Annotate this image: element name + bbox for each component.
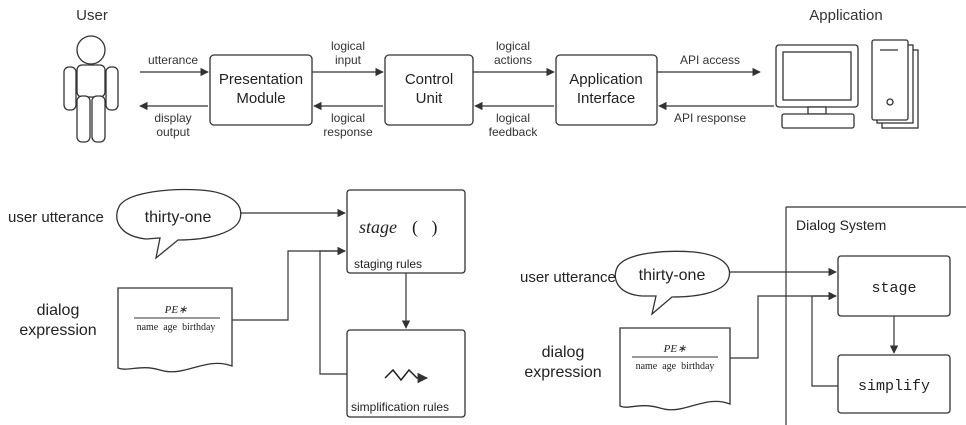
application-label: Application (809, 7, 882, 24)
user-icon (63, 35, 119, 143)
display-output-label-2: output (156, 125, 190, 139)
left-user-utterance-label: user utterance (8, 209, 104, 226)
left-dialog-expression-line1: dialog (37, 302, 80, 319)
control-unit-box (384, 54, 474, 126)
api-access-label: API access (680, 53, 740, 67)
application-interface-box (555, 54, 658, 126)
application-interface-line1: Application (569, 71, 642, 88)
logical-actions-label-1: logical (496, 39, 530, 53)
simplify-loop-arrow (319, 246, 347, 375)
right-utterance-text: thirty-one (639, 267, 706, 284)
logical-input-label-1: logical (331, 39, 365, 53)
left-document-shape (117, 287, 233, 373)
right-dialog-expression-line1: dialog (542, 344, 585, 361)
right-doc-top: PE∗ (663, 343, 687, 355)
logical-response-label-2: response (323, 125, 373, 139)
right-expression-to-stage-arrow (730, 291, 837, 359)
logical-feedback-label-2: feedback (489, 125, 539, 139)
control-unit-line1: Control (405, 71, 453, 88)
presentation-module-line2: Module (236, 90, 285, 107)
right-doc-bottom: name age birthday (636, 361, 715, 372)
simplify-label: simplify (858, 378, 930, 395)
right-dialog-expression-line2: expression (524, 364, 601, 381)
stage-label: stage (871, 280, 916, 297)
computer-icon (775, 44, 859, 129)
rewrite-arrow-icon (384, 368, 429, 384)
dialog-system-label: Dialog System (796, 217, 886, 233)
presentation-module-box (209, 54, 313, 126)
application-interface-line2: Interface (577, 90, 635, 107)
left-doc-bottom: name age birthday (137, 322, 216, 333)
right-user-utterance-label: user utterance (520, 269, 616, 286)
right-speech-bubble (614, 250, 731, 316)
presentation-module-line1: Presentation (219, 71, 303, 88)
left-expression-to-stage-arrow (232, 246, 346, 321)
simplify-box (837, 354, 951, 414)
logical-actions-label-2: actions (494, 53, 532, 67)
left-utterance-text: thirty-one (145, 209, 212, 226)
utterance-label: utterance (148, 53, 198, 67)
logical-response-label-1: logical (331, 111, 365, 125)
server-icon (871, 39, 919, 129)
logical-input-label-2: input (335, 53, 362, 67)
stage-call-text: stage (359, 217, 397, 237)
simplification-rules-label: simplification rules (351, 400, 449, 414)
display-output-label-1: display (154, 111, 191, 125)
control-unit-line2: Unit (416, 90, 444, 107)
stage-parens: ( ) (412, 217, 438, 238)
api-response-label: API response (674, 111, 746, 125)
left-doc-top: PE∗ (164, 304, 188, 316)
right-simplify-loop-arrow (811, 291, 838, 387)
logical-feedback-label-1: logical (496, 111, 530, 125)
staging-rules-label: staging rules (354, 257, 422, 271)
right-document-shape (619, 327, 731, 411)
left-dialog-expression-line2: expression (19, 322, 96, 339)
user-label: User (76, 7, 108, 24)
left-speech-bubble (116, 188, 242, 260)
